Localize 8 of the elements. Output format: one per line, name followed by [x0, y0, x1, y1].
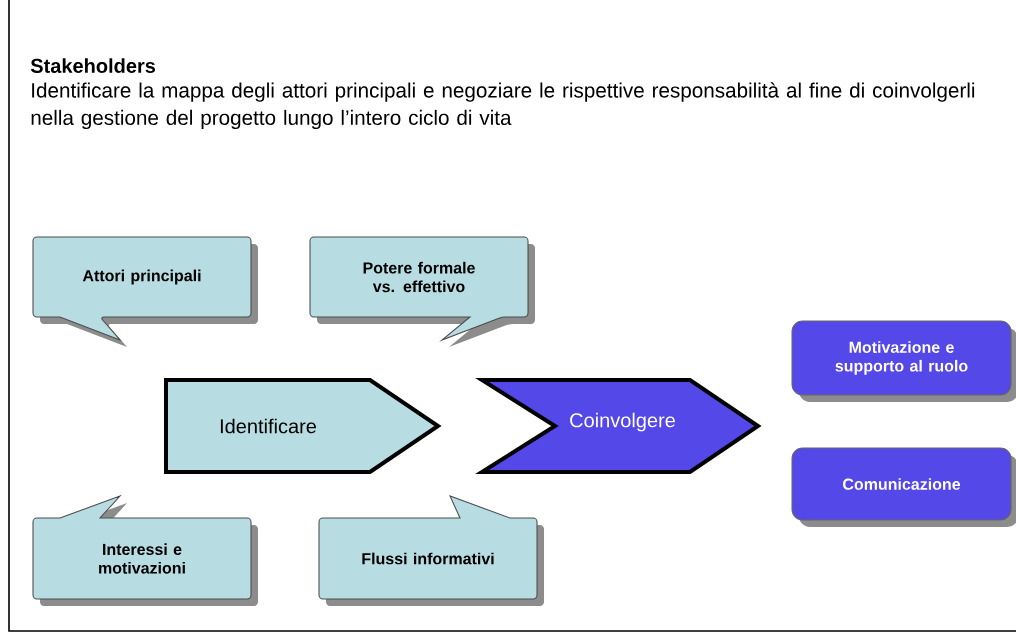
rounded-box: Comunicazione	[791, 447, 1016, 527]
heading: Stakeholders	[30, 58, 156, 73]
speech-bubble: Interessi e motivazioni	[32, 495, 258, 606]
speech-bubble: Flussi informativi	[318, 495, 544, 606]
intro-text: Identificare la mappa degli attori principali e negoziare le rispettive responsabilità al fine di coinvolgerli nella gestione del progetto lungo l’intero ciclo di vita	[31, 82, 975, 130]
speech-bubble: Potere formale vs. effettivo	[309, 236, 535, 347]
rounded-box: Motivazione e supporto al ruolo	[791, 320, 1016, 402]
speech-bubble: Attori principali	[32, 236, 258, 347]
